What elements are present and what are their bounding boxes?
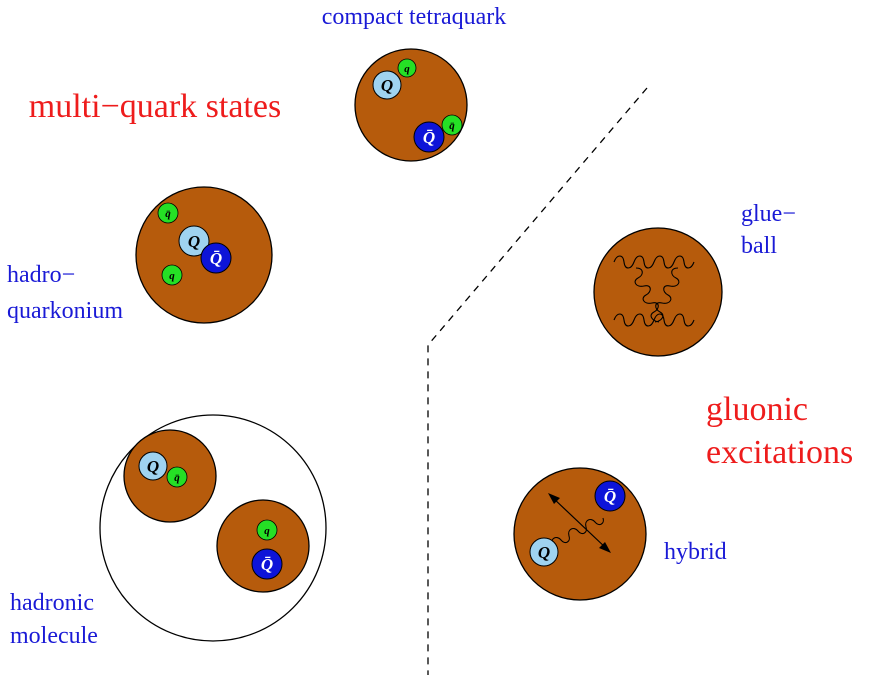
svg-text:q̄: q̄ [174, 472, 180, 484]
heavy-antiquark: Q̄ [414, 122, 444, 152]
hadro-quarkonium-label-line2: quarkonium [7, 298, 123, 324]
svg-text:Q: Q [381, 76, 393, 95]
svg-text:Q: Q [538, 543, 550, 562]
multi-quark-states-label: multi−quark states [29, 88, 281, 125]
light-antiquark: q̄ [158, 203, 178, 223]
hadro-quarkonium-label-line1: hadro− [7, 262, 75, 288]
svg-text:q̄: q̄ [449, 120, 455, 132]
svg-text:q: q [169, 270, 175, 282]
gluonic-excitations-label-line1: gluonic [706, 391, 808, 428]
glueball-label-line1: glue− [741, 201, 796, 227]
svg-text:q: q [264, 525, 270, 537]
svg-text:q: q [404, 63, 410, 75]
hybrid-label: hybrid [664, 539, 727, 565]
hadronic-molecule-label-line2: molecule [10, 623, 98, 649]
svg-text:Q̄: Q̄ [604, 487, 616, 506]
hadronic-molecule-label-line1: hadronic [10, 590, 94, 616]
svg-text:Q: Q [188, 232, 200, 251]
light-antiquark: q̄ [442, 115, 462, 135]
light-quark: q [162, 265, 182, 285]
heavy-quark: Q [530, 538, 558, 566]
compact-tetraquark-hadron: Q q Q̄ q̄ [355, 49, 467, 161]
glueball-label-line2: ball [741, 233, 777, 259]
svg-text:Q̄: Q̄ [423, 128, 435, 147]
compact-tetraquark-label: compact tetraquark [322, 4, 507, 30]
svg-text:Q̄: Q̄ [261, 555, 273, 574]
svg-text:Q̄: Q̄ [210, 249, 222, 268]
hadro-quarkonium-hadron: q̄ Q Q̄ q [136, 187, 272, 323]
meson-one: Q q̄ [124, 430, 216, 522]
heavy-antiquark: Q̄ [595, 481, 625, 511]
heavy-antiquark: Q̄ [201, 243, 231, 273]
gluonic-excitations-label-line2: excitations [706, 434, 853, 471]
glueball-hadron [594, 228, 722, 356]
svg-text:Q: Q [147, 457, 159, 476]
meson-two: q Q̄ [217, 500, 309, 592]
light-quark: q [398, 59, 416, 77]
hadronic-molecule: Q q̄ q Q̄ [100, 415, 326, 641]
heavy-quark: Q [373, 71, 401, 99]
hybrid-hadron: Q̄ Q [514, 468, 646, 600]
svg-text:q̄: q̄ [165, 208, 171, 220]
